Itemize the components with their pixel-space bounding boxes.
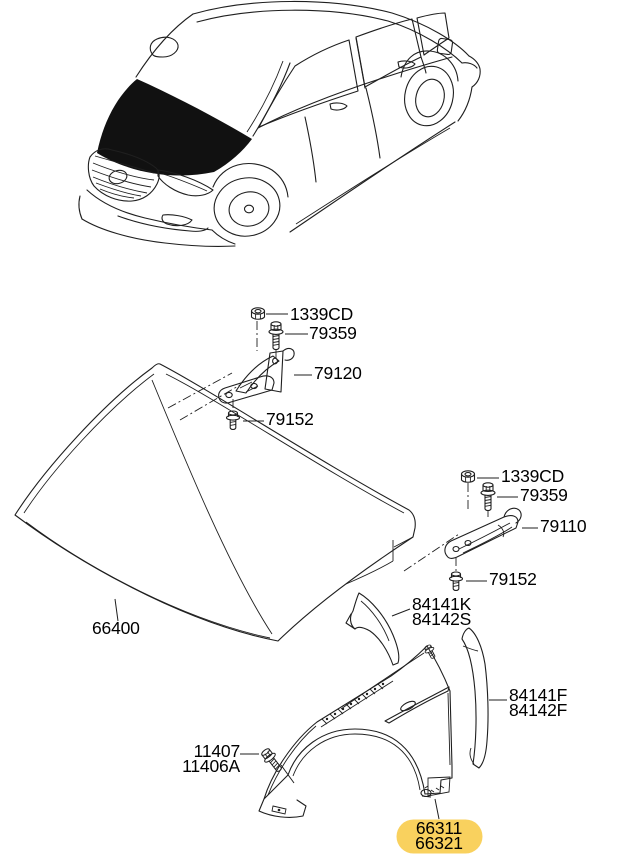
hinge-screw-right-drawing xyxy=(448,571,464,592)
hinge-bolt-right-drawing xyxy=(480,482,496,512)
part-label-79152-right[interactable]: 79152 xyxy=(489,569,537,589)
part-label-84141k-84142s[interactable]: 84141K 84142S xyxy=(412,594,472,629)
part-label-84142f[interactable]: 84142F xyxy=(509,699,568,720)
part-label-84141k[interactable]: 84141K xyxy=(412,594,472,614)
car-illustration xyxy=(78,0,481,247)
part-label-84141f[interactable]: 84141F xyxy=(509,685,568,705)
centerline-right xyxy=(403,483,489,572)
part-label-11406a[interactable]: 11406A xyxy=(182,755,240,776)
front-fender-drawing xyxy=(258,643,453,818)
part-label-84141f-84142f[interactable]: 84141F 84142F xyxy=(509,685,568,720)
part-label-79359-left[interactable]: 79359 xyxy=(309,323,357,343)
part-label-66400[interactable]: 66400 xyxy=(92,618,140,638)
leader-lines xyxy=(114,313,538,820)
part-label-79152-left[interactable]: 79152 xyxy=(266,409,314,429)
blacked-hood-area xyxy=(97,79,252,176)
hood-panel-drawing xyxy=(14,363,416,642)
part-label-66311-66321-highlighted[interactable]: 66311 66321 xyxy=(396,818,482,853)
fender-bolt-drawing xyxy=(258,745,286,776)
hinge-nut-left-drawing xyxy=(250,307,266,320)
fender-clip-drawing xyxy=(420,785,432,798)
part-label-1339cd-left[interactable]: 1339CD xyxy=(290,304,354,324)
highlight-pill xyxy=(396,819,483,854)
part-label-84142s[interactable]: 84142S xyxy=(412,608,472,629)
part-label-79120[interactable]: 79120 xyxy=(314,363,362,383)
part-label-79359-right[interactable]: 79359 xyxy=(520,485,568,505)
part-label-11407[interactable]: 11407 xyxy=(193,741,241,761)
centerline-left xyxy=(167,321,277,421)
fender-stud-drawing xyxy=(422,643,439,661)
part-label-11407-11406a[interactable]: 11407 11406A xyxy=(178,741,241,776)
part-label-66321[interactable]: 66321 xyxy=(415,832,463,853)
fender-insulator-rear-drawing xyxy=(461,627,489,769)
hinge-screw-left-drawing xyxy=(225,410,241,431)
part-label-79110[interactable]: 79110 xyxy=(540,516,587,536)
hinge-bolt-left-drawing xyxy=(268,321,284,351)
part-label-1339cd-right[interactable]: 1339CD xyxy=(501,466,565,486)
fender-insulator-upper-drawing xyxy=(345,592,400,666)
hood-hinge-right-drawing xyxy=(444,507,522,559)
hood-hinge-left-drawing xyxy=(218,347,295,404)
hinge-nut-right-drawing xyxy=(460,470,476,483)
part-label-66311[interactable]: 66311 xyxy=(415,818,463,838)
